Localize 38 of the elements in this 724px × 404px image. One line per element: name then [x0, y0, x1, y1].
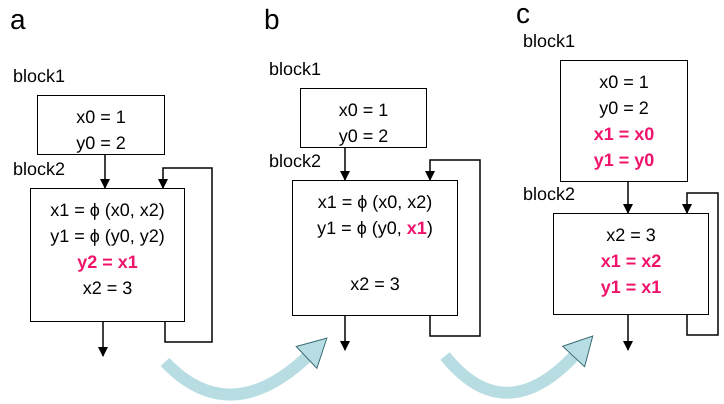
arrow: [623, 315, 633, 351]
code-line: x1 = ϕ (x0, x2): [50, 199, 165, 222]
curved-arrow: [440, 336, 594, 399]
arrow: [623, 182, 633, 214]
panel-letter: c: [516, 0, 530, 30]
block-label: block1: [269, 58, 322, 80]
code-line: x1 = x2: [600, 250, 662, 273]
block-label: block1: [13, 65, 66, 87]
block-label: block2: [13, 158, 66, 180]
code-line: y0 = 2: [76, 132, 126, 155]
arrow: [100, 155, 110, 189]
arrow: [340, 316, 350, 351]
arrow: [340, 148, 350, 181]
code-line: x1 = ϕ (x0, x2): [318, 191, 432, 214]
code-line: y0 = 2: [338, 125, 388, 148]
panel-letter: a: [10, 4, 26, 36]
code-line: y1 = y0: [594, 149, 654, 172]
code-line: y1 = ϕ (y0, x1): [317, 217, 433, 240]
arrow: [158, 167, 213, 343]
panel-letter: b: [264, 4, 280, 36]
code-line: x1 = x0: [594, 123, 654, 146]
block-label: block1: [523, 30, 576, 52]
code-line: x2 = 3: [606, 224, 656, 247]
code-line: x0 = 1: [338, 99, 388, 122]
code-line: y1 = ϕ (y0, y2): [50, 225, 165, 248]
code-line: y1 = x1: [600, 276, 662, 299]
block-label: block2: [269, 150, 322, 172]
arrow: [682, 192, 719, 336]
code-line: x2 = 3: [350, 273, 400, 296]
code-line: y0 = 2: [599, 97, 649, 120]
curved-arrow: [160, 338, 328, 400]
arrow: [425, 159, 481, 337]
code-line: x2 = 3: [82, 277, 132, 300]
code-line: x0 = 1: [599, 71, 649, 94]
arrow: [98, 322, 108, 357]
block-label: block2: [523, 183, 576, 205]
code-line: x0 = 1: [76, 106, 126, 129]
code-line: y2 = x1: [77, 251, 138, 274]
